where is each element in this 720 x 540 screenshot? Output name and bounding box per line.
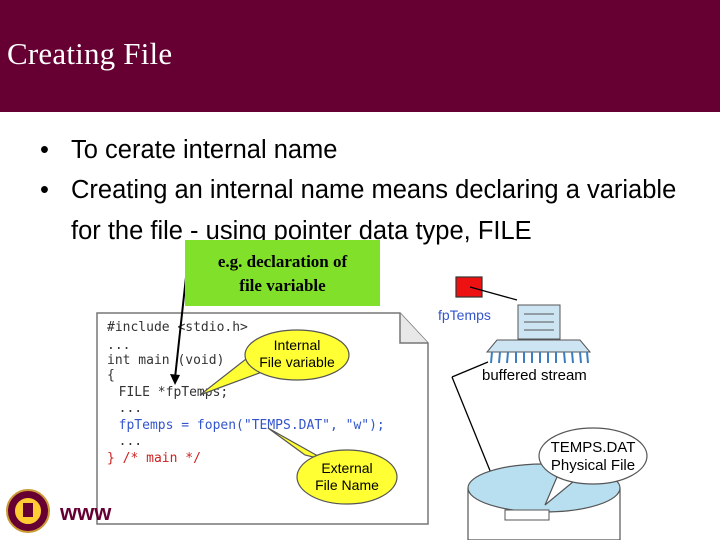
file-slot [505,510,549,520]
footer-url[interactable]: www [60,500,111,526]
internal-bubble-line1: Internal [274,337,321,353]
code-line: #include <stdio.h> [107,320,248,335]
external-bubble-line1: External [321,460,372,476]
callout-line2: file variable [185,274,380,298]
buffer-label: buffered stream [482,367,587,384]
buffer-lines [491,352,588,363]
buffer-tray [487,340,590,352]
pointer-box [456,277,482,297]
code-line: fpTemps = fopen("TEMPS.DAT", "w"); [103,418,385,433]
callout-line1: e.g. declaration of [185,250,380,274]
code-line: } /* main */ [107,451,201,466]
physical-file-bubble [539,428,647,484]
logo-mark [23,503,33,517]
code-line: ... [107,338,130,353]
code-line: ... [103,434,142,449]
physical-file-label: Physical File [551,457,635,474]
pointer-label: fpTemps [438,307,491,323]
code-line: int main (void) [107,353,224,368]
external-bubble-line2: File Name [315,477,379,493]
code-line: { [107,368,115,383]
callout-box: e.g. declaration of file variable [185,240,380,306]
code-line: ... [103,401,142,416]
physical-file-name: TEMPS.DAT [551,439,636,456]
internal-bubble-line2: File variable [259,354,335,370]
